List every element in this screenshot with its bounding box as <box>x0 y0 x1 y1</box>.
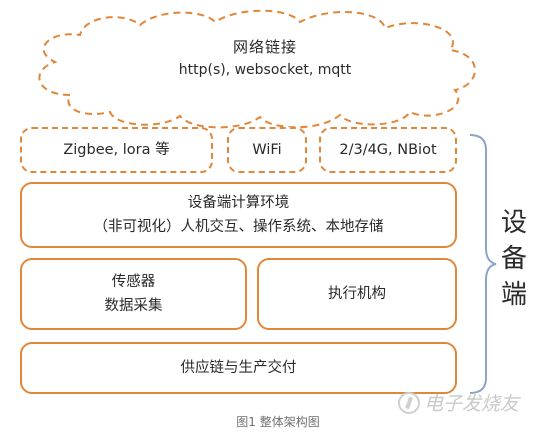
device-side-char-1: 设 <box>500 208 527 238</box>
wifi-label: WiFi <box>252 142 282 158</box>
device-side-label: 设 备 端 <box>496 205 532 313</box>
cloud-title: 网络链接 <box>232 38 297 56</box>
sensor-box: 传感器 数据采集 <box>20 258 247 330</box>
cellular-label: 2/3/4G, NBiot <box>339 142 437 158</box>
zigbee-lora-label: Zigbee, lora 等 <box>63 142 170 158</box>
computing-title: 设备端计算环境 <box>187 195 290 211</box>
cloud-protocols: http(s), websocket, mqtt <box>178 62 352 78</box>
device-side-char-2: 备 <box>500 244 527 274</box>
supply-chain-label: 供应链与生产交付 <box>180 360 297 376</box>
computing-detail: （非可视化）人机交互、操作系统、本地存储 <box>93 219 384 235</box>
watermark-icon <box>398 391 420 414</box>
actuator-label: 执行机构 <box>328 286 386 302</box>
watermark-text: 电子发烧友 <box>424 393 520 415</box>
actuator-box: 执行机构 <box>257 258 457 330</box>
watermark-logo: 电子发烧友 <box>398 389 519 416</box>
sensor-detail: 数据采集 <box>104 298 163 314</box>
sensor-title: 传感器 <box>111 274 156 290</box>
device-side-char-3: 端 <box>500 280 527 310</box>
cellular-box: 2/3/4G, NBiot <box>319 127 457 173</box>
wifi-box: WiFi <box>227 127 307 173</box>
zigbee-lora-box: Zigbee, lora 等 <box>20 127 213 173</box>
supply-chain-box: 供应链与生产交付 <box>20 342 457 394</box>
figure-caption: 图1 整体架构图 <box>236 415 320 429</box>
computing-environment-box: 设备端计算环境 （非可视化）人机交互、操作系统、本地存储 <box>20 182 457 248</box>
